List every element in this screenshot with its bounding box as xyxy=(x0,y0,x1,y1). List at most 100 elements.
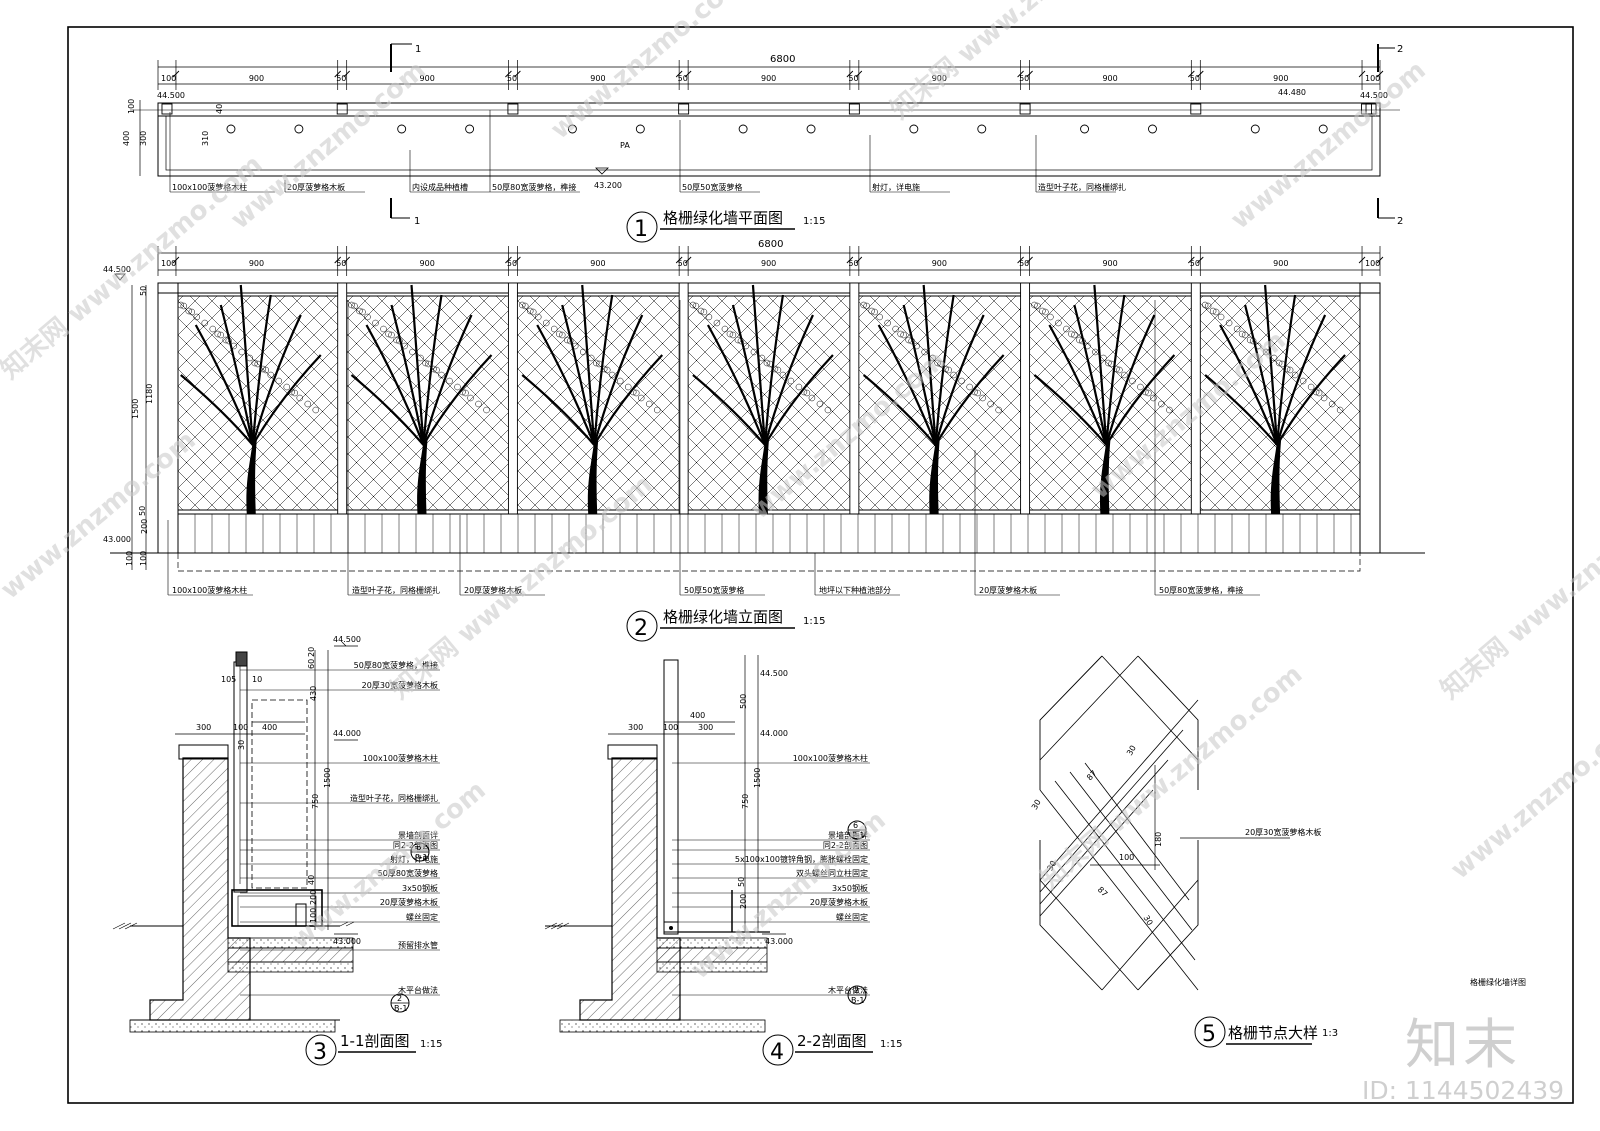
plan-total-dim: 6800 xyxy=(770,54,795,65)
s1-dim-13: 200 xyxy=(309,890,318,905)
s2-dim-3: 300 xyxy=(698,723,713,732)
elev-side-dim-5: 200 xyxy=(140,519,149,534)
s2-dim-7: 750 xyxy=(741,794,750,809)
s1-dim-5: 105 xyxy=(221,675,236,684)
plan-post xyxy=(161,103,173,115)
plan-light xyxy=(1250,124,1260,134)
s1-callout-4: 景墙剖面详 xyxy=(398,830,438,840)
detail-title-number: 5 xyxy=(1202,1022,1216,1047)
tree-vine xyxy=(689,284,834,514)
plan-title: 格栅绿化墙平面图 xyxy=(663,209,783,227)
s2-callout-3: 5x100x100镀锌角钢，膨胀螺栓固定 xyxy=(735,854,868,864)
plan-callout-0: 100x100菠萝格木柱 xyxy=(172,182,247,192)
elev-title: 格栅绿化墙立面图 xyxy=(663,608,783,626)
s2-callout-7: 螺丝固定 xyxy=(836,912,868,922)
s1-callout-8: 3x50钢板 xyxy=(402,883,438,893)
s1-callout-5: 同2-2剖面图 xyxy=(393,840,438,850)
section-2-view: 300 100 300 400 500 1500 750 50 200 44.5… xyxy=(544,655,902,1066)
s1-dim-10: 1500 xyxy=(323,768,332,788)
plan-dim-10: 50 xyxy=(1019,74,1029,83)
tree-vine xyxy=(348,284,493,514)
plan-dim-12: 50 xyxy=(1190,74,1200,83)
s2-ref2-num: 2 xyxy=(854,986,859,995)
elev-callout-3: 50厚50宽菠萝格 xyxy=(684,585,744,595)
tree-vine xyxy=(1031,284,1176,514)
s1-ref2-sheet: B-1 xyxy=(394,1004,407,1013)
elev-dim-11: 900 xyxy=(1102,259,1117,268)
elev-side-dim-4: 50 xyxy=(138,506,147,516)
plan-light xyxy=(806,124,816,134)
plan-light xyxy=(397,124,407,134)
elev-dim-12: 50 xyxy=(1190,259,1200,268)
plan-light xyxy=(1080,124,1090,134)
plan-title-number: 1 xyxy=(634,217,648,242)
sheet-border xyxy=(67,26,1574,1104)
s2-callout-6: 20厚菠萝格木板 xyxy=(810,897,868,907)
detail-dim-6: 30 xyxy=(1045,859,1058,872)
s1-title-number: 3 xyxy=(313,1040,327,1065)
plan-post xyxy=(678,103,690,115)
elev-dim-4: 50 xyxy=(507,259,517,268)
s2-scale: 1:15 xyxy=(880,1039,902,1050)
s1-elev-c: 43.000 xyxy=(333,937,361,946)
s2-callout-5: 3x50钢板 xyxy=(832,883,868,893)
elev-dim-14: 100 xyxy=(1365,259,1380,268)
plan-scale: 1:15 xyxy=(803,216,825,227)
plan-dim-11: 900 xyxy=(1102,74,1117,83)
elev-dim-2: 50 xyxy=(336,259,346,268)
plan-callout-6: 造型叶子花，同格栅绑扎 xyxy=(1038,182,1126,192)
s2-dim-9: 200 xyxy=(739,894,748,909)
detail-dim-5: 180 xyxy=(1154,832,1163,847)
tree-vine xyxy=(1201,284,1346,514)
plan-dim-8: 50 xyxy=(848,74,858,83)
detail-scale: 1:3 xyxy=(1322,1028,1338,1039)
s2-title: 2-2剖面图 xyxy=(797,1032,867,1050)
s1-dim-14: 100 xyxy=(309,908,318,923)
elev-dim-0: 100 xyxy=(161,259,176,268)
brand-logo: 知末 xyxy=(1405,1013,1521,1076)
s2-dim-1: 300 xyxy=(628,723,643,732)
s2-dim-8: 50 xyxy=(737,877,746,887)
plan-dim-1: 900 xyxy=(249,74,264,83)
elev-post xyxy=(678,282,689,515)
s1-scale: 1:15 xyxy=(420,1039,442,1050)
plan-side-dim-1: 100 xyxy=(127,99,136,114)
detail-dim-3: 30 xyxy=(1125,744,1138,757)
s2-callout-8: 木平台做法 xyxy=(828,985,868,995)
plan-callout-4: 50厚50宽菠萝格 xyxy=(682,182,742,192)
plan-dim-13: 900 xyxy=(1273,74,1288,83)
plan-light xyxy=(1148,124,1157,134)
s2-callout-0: 100x100菠萝格木柱 xyxy=(793,753,868,763)
plan-callout-1: 20厚菠萝格木板 xyxy=(287,182,345,192)
s1-title: 1-1剖面图 xyxy=(340,1032,410,1050)
s1-callout-1: 20厚30宽菠萝格木板 xyxy=(362,680,438,690)
plan-dim-3: 900 xyxy=(420,74,435,83)
s1-callout-2: 100x100菠萝格木柱 xyxy=(363,753,438,763)
s2-title-number: 4 xyxy=(770,1040,784,1065)
tree-vine xyxy=(518,284,664,514)
plan-dim-2: 50 xyxy=(336,74,346,83)
s2-elev-c: 43.000 xyxy=(765,937,793,946)
plan-dim-0: 100 xyxy=(161,74,176,83)
s1-dim-7: 20 xyxy=(307,647,316,657)
tree-vine xyxy=(177,284,322,514)
s2-ref2-sheet: B-1 xyxy=(851,996,864,1005)
plan-light xyxy=(738,124,748,134)
s2-dim-6: 1500 xyxy=(753,768,762,788)
s2-elev-a: 44.500 xyxy=(760,669,788,678)
elev-post xyxy=(1020,282,1031,515)
s1-callout-11: 预留排水管 xyxy=(398,940,438,950)
s1-dim-3: 30 xyxy=(237,740,246,750)
s2-elev-b: 44.000 xyxy=(760,729,788,738)
elev-dim-1: 900 xyxy=(249,259,264,268)
elev-post xyxy=(337,282,348,515)
s1-ref-num: 6 xyxy=(416,843,421,852)
section-mark-1-bottom: 1 xyxy=(414,216,420,227)
plan-light xyxy=(567,124,577,134)
elev-side-dim-1: 50 xyxy=(139,286,148,296)
plan-dim-5: 900 xyxy=(590,74,605,83)
elev-dim-6: 50 xyxy=(678,259,688,268)
plan-pa-label: PA xyxy=(620,141,630,150)
elev-callout-2: 20厚菠萝格木板 xyxy=(464,585,522,595)
plan-light xyxy=(294,124,304,134)
